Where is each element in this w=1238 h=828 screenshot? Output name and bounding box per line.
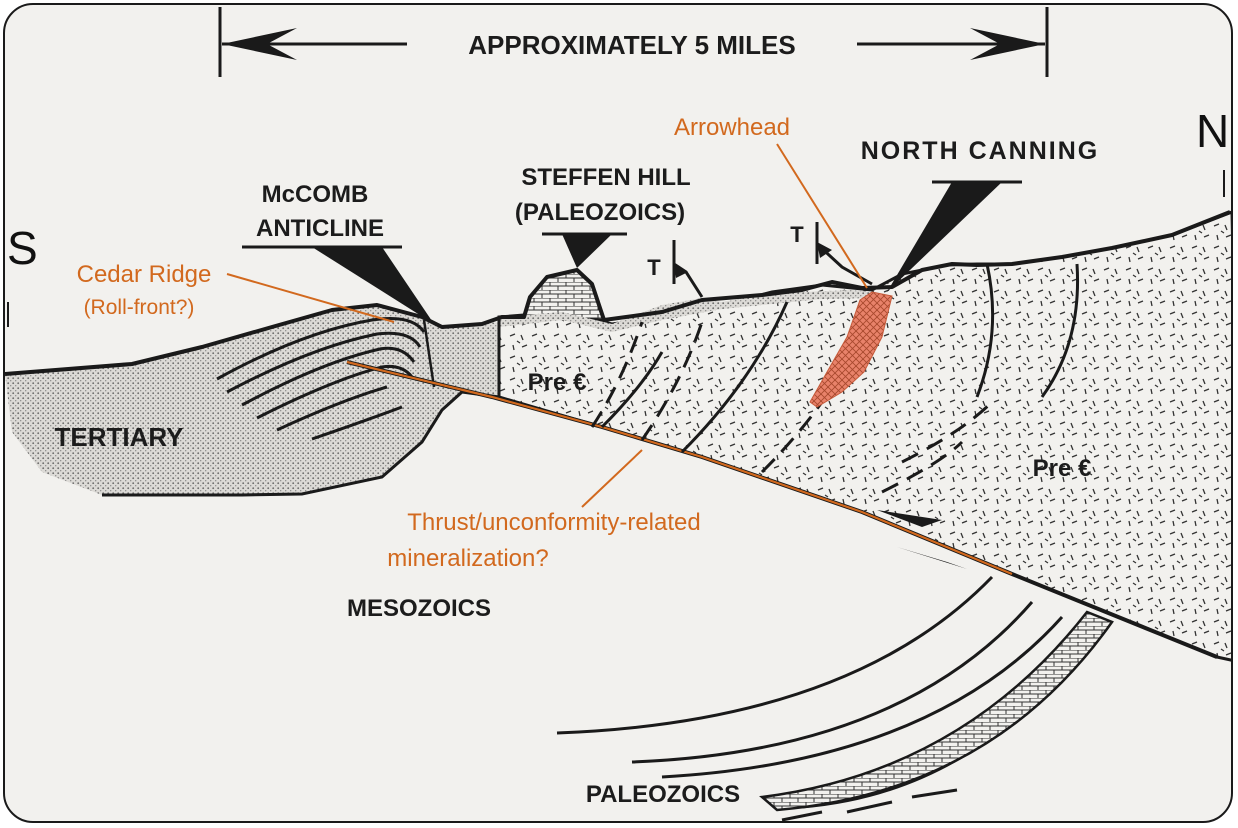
mesozoics-label: MESOZOICS [347,595,491,622]
cedar-ridge-annotation-line1: Cedar Ridge [77,261,212,288]
cedar-ridge-annotation-line2: (Roll-front?) [84,296,195,319]
steffen-pointer [562,234,612,268]
thrust-annotation-line2: mineralization? [387,545,548,572]
arrowhead-annotation: Arrowhead [674,114,790,141]
slip-arrow-upper [877,510,942,527]
slip-arrow-lower [897,547,967,569]
tertiary-label: TERTIARY [54,422,183,452]
north-canning-pointer [887,182,1002,292]
precambrian-label-1: Pre € [528,369,587,396]
surface-veneer [499,290,872,332]
ground-surface [5,210,1231,376]
thrust-annotation-line1: Thrust/unconformity-related [407,509,700,536]
thrust-marker-label-1: T [647,255,661,280]
thrust-highlight [346,360,1013,576]
steffen-label-line1: STEFFEN HILL [521,164,690,191]
mccomb-pointer [312,247,434,324]
scale-label: APPROXIMATELY 5 MILES [468,30,795,60]
south-label: S [7,222,38,274]
scale-bar [218,7,1049,77]
north-canning-label: NORTH CANNING [861,137,1100,165]
mccomb-label-line2: ANTICLINE [256,215,384,242]
steffen-label-line2: (PALEOZOICS) [515,199,685,226]
thrust-marker-label-2: T [790,222,804,247]
north-label: N [1196,105,1229,157]
mineralization-zone [809,291,893,408]
mccomb-label-line1: McCOMB [262,181,369,208]
diagram-frame: APPROXIMATELY 5 MILES S N McCOMB ANTICLI… [3,3,1233,823]
cross-section-diagram: APPROXIMATELY 5 MILES S N McCOMB ANTICLI… [5,7,1231,821]
precambrian-label-2: Pre € [1033,455,1092,482]
paleozoic-limestone [759,610,1114,812]
paleozoics-label: PALEOZOICS [586,781,740,808]
